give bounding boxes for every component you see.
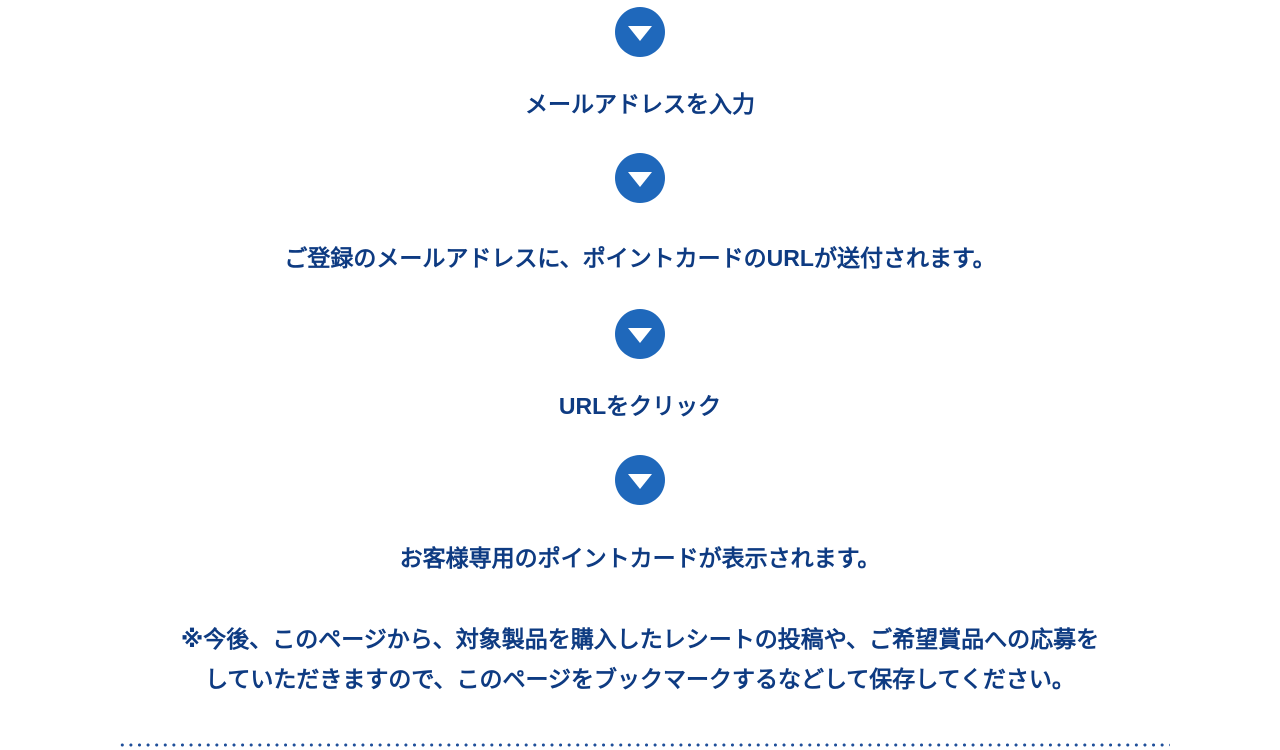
down-arrow-icon: [615, 455, 665, 505]
bookmark-note: ※今後、このページから、対象製品を購入したレシートの投稿や、ご希望賞品への応募を…: [0, 619, 1280, 699]
down-arrow-icon: [615, 153, 665, 203]
down-arrow-icon: [615, 309, 665, 359]
note-line-1: ※今後、このページから、対象製品を購入したレシートの投稿や、ご希望賞品への応募を: [180, 626, 1100, 652]
step-click-url: URLをクリック: [558, 393, 722, 419]
dotted-divider: [118, 743, 1170, 747]
step-enter-email: メールアドレスを入力: [525, 91, 755, 117]
step-url-sent: ご登録のメールアドレスに、ポイントカードのURLが送付されます。: [284, 245, 996, 271]
step-card-shown: お客様専用のポイントカードが表示されます。: [399, 545, 881, 571]
note-line-2: していただきますので、このページをブックマークするなどして保存してください。: [205, 666, 1075, 692]
down-arrow-icon: [615, 7, 665, 57]
